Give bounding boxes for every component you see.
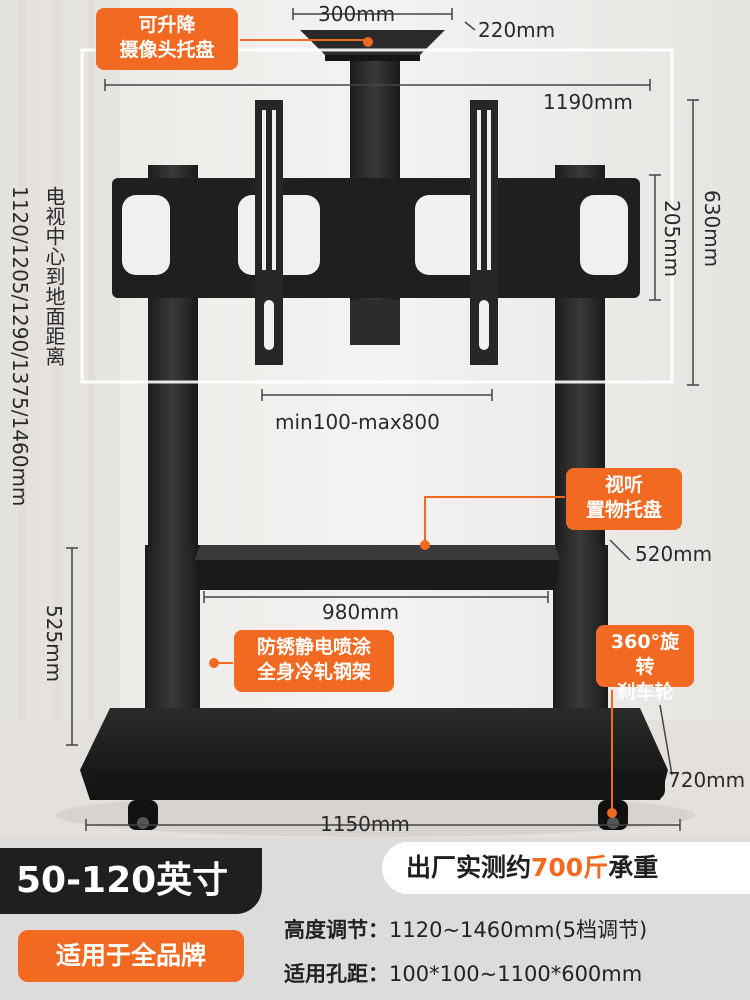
load-value: 700斤 (531, 853, 609, 882)
shelf-depth-label: 520mm (635, 542, 713, 566)
base-width-label: 1150mm (320, 812, 410, 836)
av-tray-line1: 视听 (604, 474, 643, 496)
shelf-height-label: 525mm (42, 605, 66, 683)
camera-tray-line1: 可升降 (138, 14, 196, 36)
frame-height-label: 630mm (700, 190, 724, 268)
hole-spec-label: 适用孔距： (284, 962, 389, 986)
shelf-width-label: 980mm (322, 600, 400, 624)
size-text: 50-120英寸 (16, 860, 229, 901)
camera-tray-line2: 摄像头托盘 (119, 39, 215, 61)
load-badge: 出厂实测约700斤承重 (382, 842, 750, 894)
av-tray-line2: 置物托盘 (585, 499, 662, 521)
wheels-callout: 360°旋转 刹车轮 (596, 625, 694, 703)
bracket-height-label: 205mm (660, 200, 684, 278)
av-tray-callout: 视听 置物托盘 (566, 468, 682, 530)
wheels-line1: 360°旋转 (610, 631, 680, 678)
tray-width-label: 300mm (318, 2, 396, 26)
load-suffix: 承重 (608, 853, 659, 882)
height-spec-value: 1120~1460mm(5档调节) (389, 918, 648, 942)
center-height-title: 电视中心到地面距离 (42, 186, 66, 366)
hole-spec-value: 100*100~1100*600mm (389, 962, 643, 986)
frame-width-label: 1190mm (543, 90, 633, 114)
base-depth-label: 720mm (668, 768, 746, 792)
product-illustration (0, 0, 750, 840)
height-spec-label: 高度调节： (284, 918, 389, 942)
size-banner: 50-120英寸 (0, 848, 262, 914)
curtain-background (0, 0, 120, 720)
tray-depth-label: 220mm (478, 18, 556, 42)
frame-line2: 全身冷轧钢架 (256, 661, 371, 683)
frame-line1: 防锈静电喷涂 (256, 636, 371, 658)
brand-badge: 适用于全品牌 (18, 930, 244, 982)
brand-text: 适用于全品牌 (55, 941, 206, 970)
camera-tray-callout: 可升降 摄像头托盘 (96, 8, 238, 70)
wheels-line2: 刹车轮 (616, 681, 674, 703)
frame-callout: 防锈静电喷涂 全身冷轧钢架 (234, 630, 394, 692)
center-height-values: 1120/1205/1290/1375/1460mm (8, 186, 32, 507)
load-prefix: 出厂实测约 (406, 853, 532, 882)
hole-range-label: min100-max800 (275, 410, 440, 434)
height-spec: 高度调节：1120~1460mm(5档调节) (284, 914, 647, 944)
hole-spec: 适用孔距：100*100~1100*600mm (284, 958, 642, 988)
